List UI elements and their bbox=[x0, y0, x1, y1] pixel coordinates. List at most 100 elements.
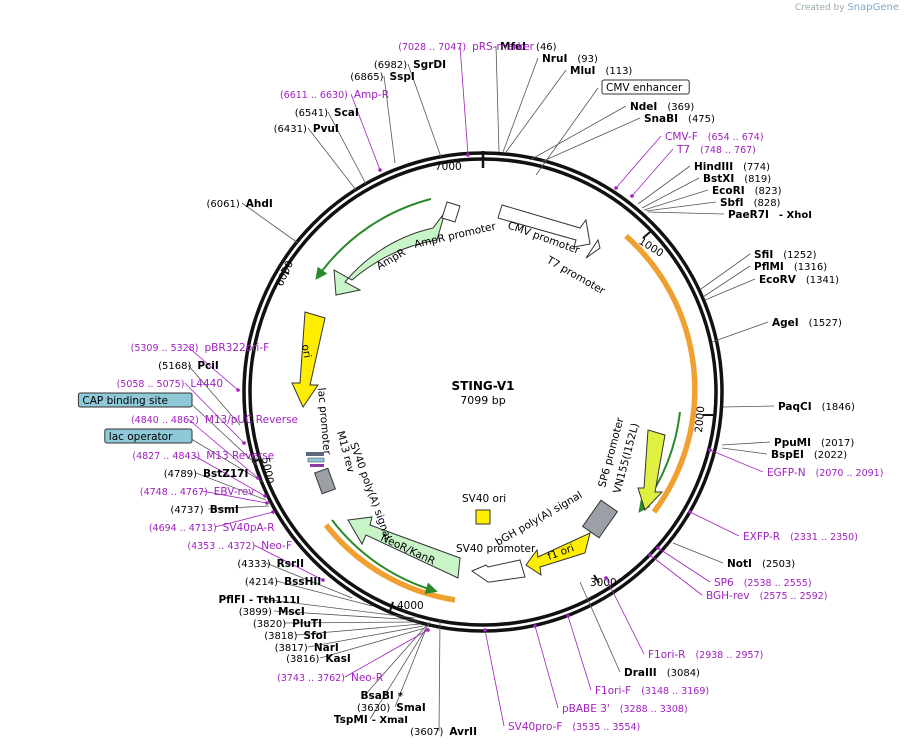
feature-box bbox=[601, 79, 690, 95]
site-label-t7[interactable]: T7(748 .. 767) bbox=[676, 144, 756, 156]
site-label-sspi[interactable]: (6865)SspI bbox=[350, 71, 415, 83]
site-label-exfp-r[interactable]: EXFP-R(2331 .. 2350) bbox=[743, 531, 858, 543]
leader-line bbox=[261, 598, 416, 619]
site-label-amp-r[interactable]: (6611 .. 6630)Amp-R bbox=[280, 89, 389, 101]
site-label-pflmi[interactable]: PflMI(1316) bbox=[754, 261, 827, 273]
site-label-neo-f[interactable]: (4353 .. 4372)Neo-F bbox=[187, 540, 292, 552]
primer-mark bbox=[533, 624, 537, 628]
site-label-sfoi[interactable]: (3818)SfoI bbox=[264, 630, 327, 642]
leader-line bbox=[704, 278, 756, 301]
site-label-m13-reverse[interactable]: (4827 .. 4843)M13 Reverse bbox=[132, 450, 274, 462]
site-label-sbfi[interactable]: SbfI(828) bbox=[720, 197, 781, 209]
site-label-agei[interactable]: AgeI(1527) bbox=[772, 317, 842, 329]
site-label-ppumi[interactable]: PpuMI(2017) bbox=[774, 437, 854, 449]
site-text: (4840 .. 4862)M13/pUC Reverse bbox=[131, 414, 298, 426]
site-label-draiii[interactable]: DraIII(3084) bbox=[624, 667, 700, 679]
site-label-bsshii[interactable]: (4214)BssHII bbox=[245, 576, 321, 588]
site-text: (4789)BstZ17I bbox=[164, 468, 249, 480]
t7-promoter-arrow bbox=[585, 238, 601, 259]
site-label-pluti[interactable]: (3820)PluTI bbox=[253, 618, 322, 630]
leader-line bbox=[187, 364, 241, 426]
site-text: SP6(2538 .. 2555) bbox=[714, 577, 812, 589]
site-text: (3899)MscI bbox=[239, 606, 305, 618]
site-label-l4440[interactable]: (5058 .. 5075)L4440 bbox=[117, 378, 223, 390]
leader-line bbox=[721, 441, 771, 446]
site-label-mfei[interactable]: MfeI(46) bbox=[500, 41, 557, 53]
site-label-m13-puc-reverse[interactable]: (4840 .. 4862)M13/pUC Reverse bbox=[131, 414, 298, 426]
site-label-smai[interactable]: (3630)SmaI bbox=[357, 702, 426, 714]
site-label-pflfi[interactable]: PflFI- Tth111I bbox=[218, 594, 300, 606]
site-label-hindiii[interactable]: HindIII(774) bbox=[694, 161, 770, 173]
site-label-nari[interactable]: (3817)NarI bbox=[275, 642, 339, 654]
site-label-kasi[interactable]: (3816)KasI bbox=[286, 653, 351, 665]
site-label-f1ori-r[interactable]: F1ori-R(2938 .. 2957) bbox=[648, 649, 763, 661]
site-label-scai[interactable]: (6541)ScaI bbox=[295, 107, 359, 119]
site-label-avrii[interactable]: (3607)AvrII bbox=[410, 726, 477, 738]
leader-line bbox=[394, 623, 429, 708]
site-label-sv40pro-f[interactable]: SV40pro-F(3535 .. 3554) bbox=[508, 721, 640, 733]
site-label-bsabi[interactable]: BsaBI* bbox=[361, 690, 404, 702]
site-label-sgrdi[interactable]: (6982)SgrDI bbox=[374, 59, 446, 71]
site-label-sp6[interactable]: SP6(2538 .. 2555) bbox=[714, 577, 812, 589]
site-label-msci[interactable]: (3899)MscI bbox=[239, 606, 305, 618]
site-text: CMV-F(654 .. 674) bbox=[665, 131, 764, 143]
site-text: (4694 .. 4713)SV40pA-R bbox=[149, 522, 275, 534]
site-label-ecorv[interactable]: EcoRV(1341) bbox=[759, 274, 839, 286]
site-text: (6061)AhdI bbox=[207, 198, 273, 210]
label-sv40-ori: SV40 ori bbox=[462, 493, 506, 505]
site-text: BstXI(819) bbox=[703, 173, 771, 185]
leader-line bbox=[187, 418, 259, 479]
site-label-pcii[interactable]: (5168)PciI bbox=[158, 360, 219, 372]
site-text: T7(748 .. 767) bbox=[676, 144, 756, 156]
site-text: EcoRI(823) bbox=[712, 185, 782, 197]
site-label-bspei[interactable]: BspEI(2022) bbox=[771, 449, 847, 461]
site-label-pvui[interactable]: (6431)PvuI bbox=[274, 123, 339, 135]
site-label-bsmi[interactable]: (4737)BsmI bbox=[170, 504, 238, 516]
primer-mark bbox=[708, 448, 712, 452]
site-label-rsrii[interactable]: (4333)RsrII bbox=[237, 558, 304, 570]
green-arrow-neo bbox=[331, 519, 438, 594]
site-label-pbabe-3-[interactable]: pBABE 3'(3288 .. 3308) bbox=[562, 703, 688, 715]
site-label-snabi[interactable]: SnaBI(475) bbox=[644, 113, 715, 125]
tick-7000: 7000 bbox=[435, 161, 462, 173]
label-bgh: bGH poly(A) signal bbox=[494, 489, 585, 548]
leader-line bbox=[438, 619, 441, 732]
site-label-neo-r[interactable]: (3743 .. 3762)Neo-R bbox=[277, 672, 383, 684]
site-label-noti[interactable]: NotI(2503) bbox=[727, 558, 795, 570]
f1-ori-arrow bbox=[525, 532, 591, 577]
site-label-cap-binding-site[interactable]: CAP binding site bbox=[77, 392, 193, 408]
leader-line bbox=[689, 511, 740, 537]
site-label-f1ori-f[interactable]: F1ori-F(3148 .. 3169) bbox=[595, 685, 709, 697]
site-label-prs-marker[interactable]: (7028 .. 7047)pRS-marker bbox=[398, 41, 534, 53]
leader-line bbox=[709, 449, 764, 473]
site-label-bgh-rev[interactable]: BGH-rev(2575 .. 2592) bbox=[706, 590, 827, 602]
feature-box bbox=[104, 428, 193, 444]
site-label-pbr322ori-f[interactable]: (5309 .. 5328)pBR322ori-F bbox=[131, 342, 270, 354]
site-text: (6611 .. 6630)Amp-R bbox=[280, 89, 389, 101]
site-label-nrui[interactable]: NruI(93) bbox=[542, 53, 598, 65]
site-text: PflFI- Tth111I bbox=[218, 594, 300, 606]
site-label-lac-operator[interactable]: lac operator bbox=[104, 428, 193, 444]
site-label-mlui[interactable]: MluI(113) bbox=[570, 65, 632, 77]
site-label-ecori[interactable]: EcoRI(823) bbox=[712, 185, 782, 197]
site-label-bstz17i[interactable]: (4789)BstZ17I bbox=[164, 468, 249, 480]
site-text: TspMI- XmaI bbox=[334, 714, 408, 726]
cmv-promoter-arrow bbox=[497, 204, 591, 248]
site-label-sv40pa-r[interactable]: (4694 .. 4713)SV40pA-R bbox=[149, 522, 275, 534]
site-text: (3630)SmaI bbox=[357, 702, 426, 714]
site-label-ndei[interactable]: NdeI(369) bbox=[630, 101, 694, 113]
site-label-cmv-f[interactable]: CMV-F(654 .. 674) bbox=[665, 131, 764, 143]
site-label-cmv-enhancer[interactable]: CMV enhancer bbox=[601, 79, 690, 95]
leader-line bbox=[615, 135, 662, 189]
site-label-ebv-rev[interactable]: (4748 .. 4767)EBV-rev bbox=[140, 486, 255, 498]
site-label-tspmi[interactable]: TspMI- XmaI bbox=[334, 714, 408, 726]
leader-line bbox=[273, 610, 418, 621]
site-label-paer7i[interactable]: PaeR7I- XhoI bbox=[728, 209, 812, 221]
site-label-ahdi[interactable]: (6061)AhdI bbox=[207, 198, 273, 210]
site-label-paqci[interactable]: PaqCI(1846) bbox=[778, 401, 855, 413]
site-label-egfp-n[interactable]: EGFP-N(2070 .. 2091) bbox=[767, 467, 883, 479]
site-label-sfii[interactable]: SfiI(1252) bbox=[754, 249, 817, 261]
site-label-bstxi[interactable]: BstXI(819) bbox=[703, 173, 771, 185]
primer-mark bbox=[236, 388, 240, 392]
